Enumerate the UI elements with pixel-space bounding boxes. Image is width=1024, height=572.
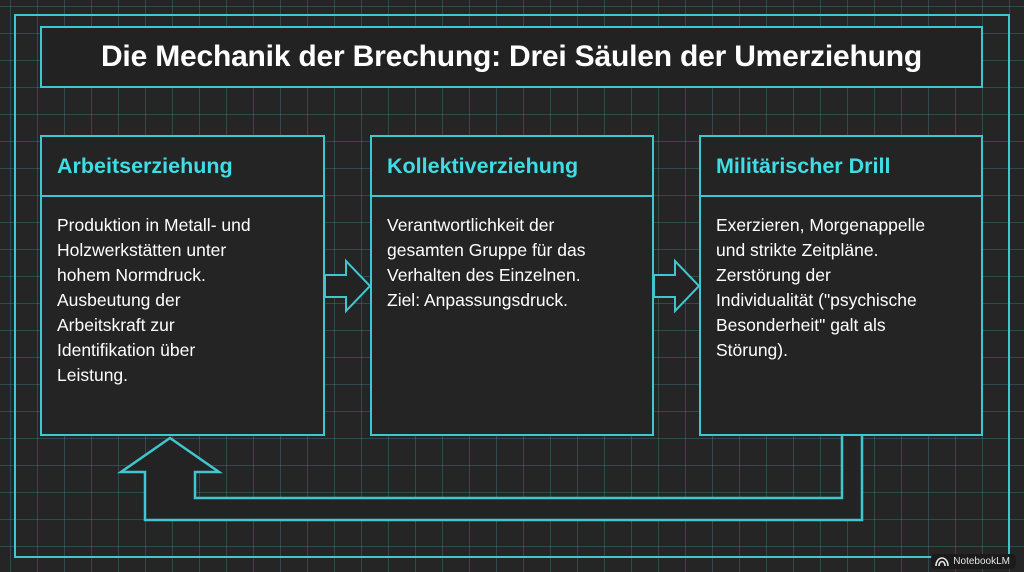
pillar-text-line: Verantwortlichkeit der — [387, 215, 555, 235]
pillar-card-arbeitserziehung: Arbeitserziehung Produktion in Metall- u… — [40, 135, 325, 436]
pillar-text-line: Verhalten des Einzelnen. — [387, 265, 581, 285]
pillar-text-line: gesamten Gruppe für das — [387, 240, 586, 260]
flow-arrow-right-icon — [324, 258, 372, 314]
notebooklm-logo-icon — [935, 556, 950, 566]
diagram-title: Die Mechanik der Brechung: Drei Säulen d… — [100, 40, 923, 73]
pillar-title: Kollektiverziehung — [387, 153, 579, 178]
flow-arrow-right-icon — [653, 258, 701, 314]
brand-label: NotebookLM — [953, 556, 1010, 567]
pillar-text-line: Produktion in Metall- und — [57, 215, 251, 235]
pillar-text-line: Ausbeutung der — [57, 290, 181, 310]
title-box: Die Mechanik der Brechung: Drei Säulen d… — [40, 26, 983, 88]
pillar-card-militaerischer-drill: Militärischer Drill Exerzieren, Morgenap… — [699, 135, 983, 436]
pillar-header: Militärischer Drill — [701, 137, 981, 197]
pillar-description: Exerzieren, Morgenappelle und strikte Ze… — [701, 197, 981, 363]
pillar-text-line: Störung). — [716, 340, 788, 360]
pillar-text-line: und strikte Zeitpläne. — [716, 240, 879, 260]
pillar-card-kollektiverziehung: Kollektiverziehung Verantwortlichkeit de… — [370, 135, 654, 436]
pillar-header: Kollektiverziehung — [372, 137, 652, 197]
pillar-text-line: Individualität ("psychische — [716, 290, 917, 310]
pillar-text-line: Ziel: Anpassungsdruck. — [387, 290, 568, 310]
pillar-text-line: Besonderheit" galt als — [716, 315, 886, 335]
pillar-text-line: Identifikation über — [57, 340, 196, 360]
pillar-text-line: Zerstörung der — [716, 265, 831, 285]
pillar-title: Arbeitserziehung — [57, 153, 233, 178]
pillar-text-line: Leistung. — [57, 365, 129, 385]
pillar-text-line: hohem Normdruck. — [57, 265, 206, 285]
pillar-description: Produktion in Metall- und Holzwerkstätte… — [42, 197, 323, 388]
pillar-text-line: Exerzieren, Morgenappelle — [716, 215, 926, 235]
pillar-title: Militärischer Drill — [716, 153, 891, 178]
pillar-text-line: Arbeitskraft zur — [57, 315, 175, 335]
pillar-description: Verantwortlichkeit der gesamten Gruppe f… — [372, 197, 652, 313]
pillar-text-line: Holzwerkstätten unter — [57, 240, 227, 260]
outer-frame — [14, 14, 1010, 558]
notebooklm-watermark: NotebookLM — [931, 554, 1016, 569]
pillar-header: Arbeitserziehung — [42, 137, 323, 197]
